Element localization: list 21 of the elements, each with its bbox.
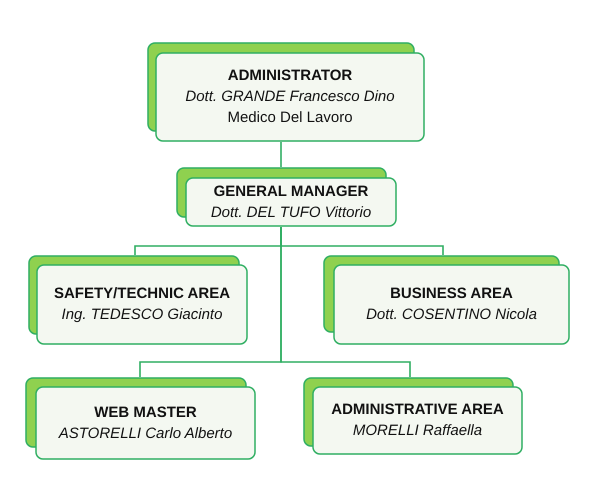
role-title: SAFETY/TECHNIC AREA xyxy=(54,285,230,303)
person-name: ASTORELLI Carlo Alberto xyxy=(58,424,232,442)
role-title: GENERAL MANAGER xyxy=(214,182,368,200)
org-chart-box xyxy=(28,255,248,345)
person-name: Dott. DEL TUFO Vittorio xyxy=(210,204,372,222)
person-name: Ing. TEDESCO Giacinto xyxy=(62,306,222,324)
connector-line xyxy=(280,227,411,377)
org-chart-box xyxy=(323,255,570,345)
role-title: ADMINISTRATIVE AREA xyxy=(331,401,504,419)
role-note: Medico Del Lavoro xyxy=(227,109,353,127)
connector-line xyxy=(280,142,282,167)
person-name: Dott. GRANDE Francesco Dino xyxy=(185,88,395,106)
role-title: WEB MASTER xyxy=(94,404,197,422)
org-chart-box xyxy=(176,167,397,227)
role-title: BUSINESS AREA xyxy=(390,285,513,303)
org-chart-box xyxy=(147,42,425,142)
org-chart-box xyxy=(303,377,523,455)
org-chart-box xyxy=(25,377,256,460)
person-name: Dott. COSENTINO Nicola xyxy=(366,306,537,324)
person-name: MORELLI Raffaella xyxy=(352,422,482,440)
role-title: ADMINISTRATOR xyxy=(228,67,352,85)
